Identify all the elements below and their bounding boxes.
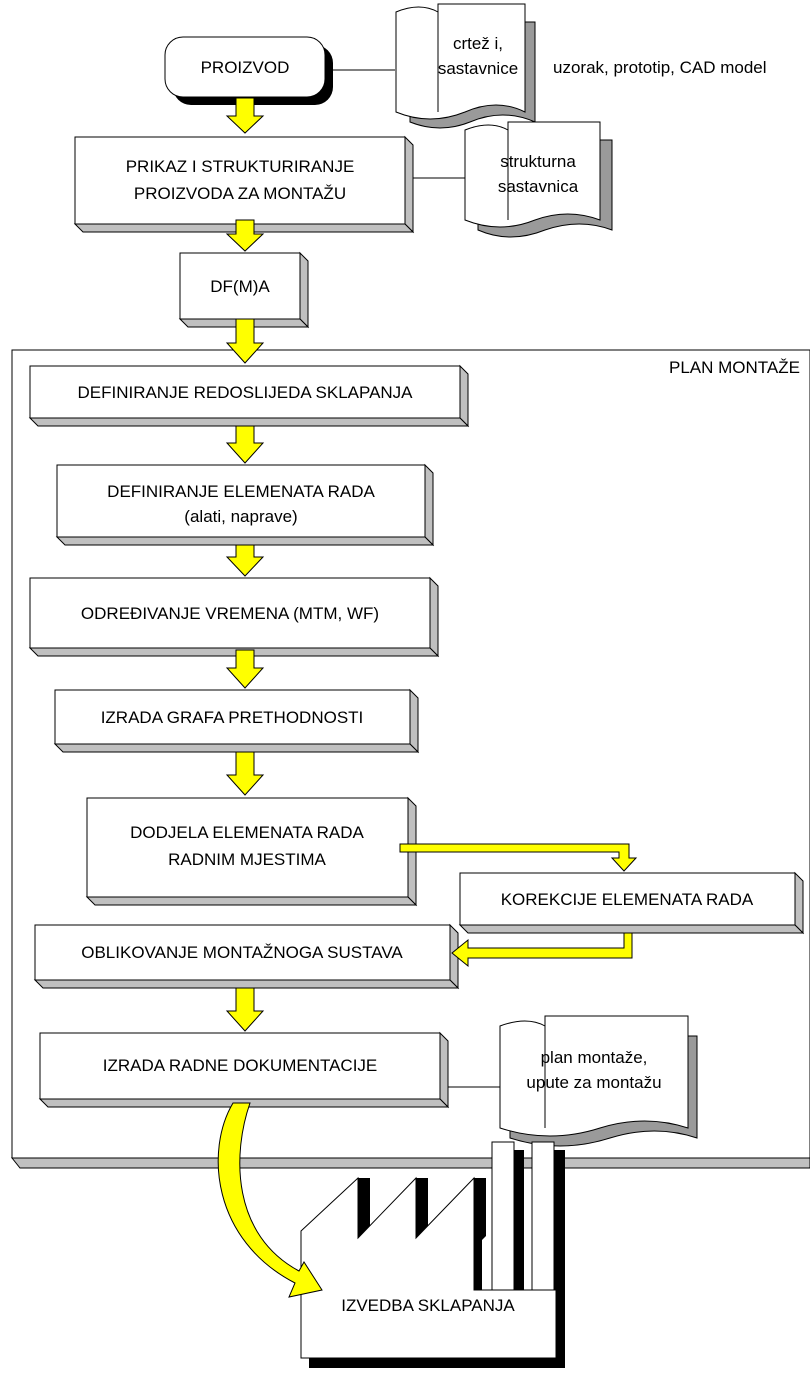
step-time: ODREĐIVANJE VREMENA (MTM, WF) [28,576,440,658]
step-assignment: DODJELA ELEMENATA RADA RADNIM MJESTIMA [85,796,418,907]
step-documentation: IZRADA RADNE DOKUMENTACIJE [38,1031,450,1109]
plan-doc-line-1: plan montaže, [541,1048,648,1067]
product-node: PROIZVOD [164,36,333,105]
structure-doc-line-2: sastavnica [498,177,579,196]
dfma-label: DF(M)A [210,277,270,296]
arrow-structuring-to-dfma [225,219,265,252]
structure-doc-line-1: strukturna [500,152,576,171]
plan-document: plan montaže, upute za montažu [499,1015,698,1147]
drawing-document: crtež i, sastavnice [395,3,536,129]
step-graph-label: IZRADA GRAFA PRETHODNOSTI [101,708,364,727]
plan-doc-line-2: upute za montažu [526,1073,661,1092]
arrow-time-to-graph [225,649,265,689]
factory-icon: IZVEDBA SKLAPANJA [300,1141,565,1368]
factory-label: IZVEDBA SKLAPANJA [341,1296,515,1315]
arrow-sequence-to-work-elements [225,425,265,464]
step-system-label: OBLIKOVANJE MONTAŽNOGA SUSTAVA [81,943,403,962]
step-documentation-label: IZRADA RADNE DOKUMENTACIJE [103,1056,378,1075]
step-correction-label: KOREKCIJE ELEMENATA RADA [501,890,754,909]
arrow-documentation-to-factory [217,1102,323,1298]
step-time-label: ODREĐIVANJE VREMENA (MTM, WF) [81,604,379,623]
structure-document: strukturna sastavnica [464,121,613,238]
dfma-node: DF(M)A [178,251,310,329]
step-graph: IZRADA GRAFA PRETHODNOSTI [53,688,420,754]
step-assignment-line-1: DODJELA ELEMENATA RADA [130,823,364,842]
step-assignment-line-2: RADNIM MJESTIMA [168,850,326,869]
structuring-line-1: PRIKAZ I STRUKTURIRANJE [126,157,355,176]
drawing-doc-line-2: sastavnice [438,59,518,78]
step-work-elements: DEFINIRANJE ELEMENATA RADA (alati, napra… [55,463,435,547]
product-label: PROIZVOD [201,58,290,77]
step-work-elements-line-1: DEFINIRANJE ELEMENATA RADA [107,482,375,501]
step-system: OBLIKOVANJE MONTAŽNOGA SUSTAVA [33,923,460,990]
drawing-doc-line-1: crtež i, [453,34,503,53]
step-work-elements-line-2: (alati, naprave) [184,507,297,526]
arrow-graph-to-assignment [225,751,265,796]
arrow-product-to-structuring [225,97,265,134]
product-inputs-label: uzorak, prototip, CAD model [553,58,767,77]
arrow-system-to-documentation [225,987,265,1032]
arrow-dfma-to-sequence [225,318,265,364]
flow-arrows [217,97,638,1298]
arrow-work-elements-to-time [225,544,265,577]
step-sequence-label: DEFINIRANJE REDOSLIJEDA SKLAPANJA [77,383,413,402]
plan-title: PLAN MONTAŽE [669,358,800,377]
structuring-node: PRIKAZ I STRUKTURIRANJE PROIZVODA ZA MON… [73,135,415,234]
arrow-correction-to-system [451,932,633,968]
structuring-line-2: PROIZVODA ZA MONTAŽU [134,184,346,203]
arrow-assignment-to-correction [399,843,638,872]
step-sequence: DEFINIRANJE REDOSLIJEDA SKLAPANJA [28,364,470,428]
step-correction: KOREKCIJE ELEMENATA RADA [458,871,805,935]
